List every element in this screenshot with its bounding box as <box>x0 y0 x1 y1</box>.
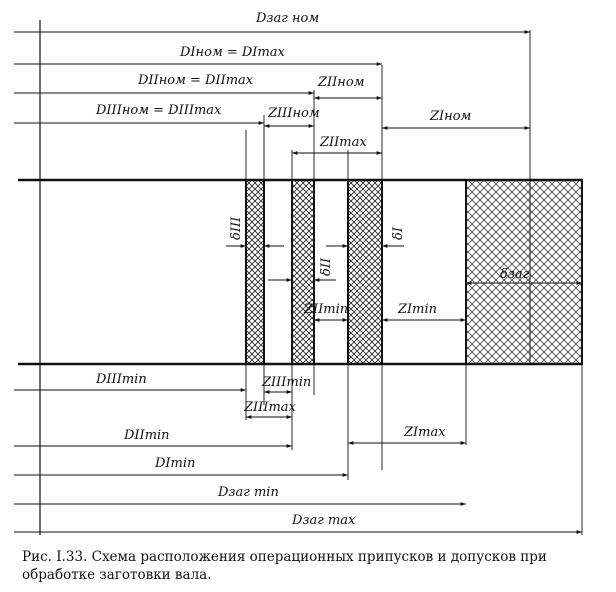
label-delta-1: δI <box>391 226 406 240</box>
extension-lines <box>245 30 583 535</box>
hatched-zones <box>245 179 583 365</box>
label-delta-2: δII <box>319 257 334 276</box>
label-d-zag-min: Dзаг min <box>217 485 279 500</box>
tolerance-zone-1 <box>347 179 383 365</box>
label-d-zag-nom: Dзаг ном <box>255 11 319 26</box>
label-z-2-min: ZIImin <box>303 302 348 317</box>
label-z-3-max: ZIIImax <box>243 400 297 415</box>
label-z-3-nom: ZIIIном <box>267 106 320 121</box>
label-d-2-nom-max: DIIном = DIImax <box>137 73 254 88</box>
tolerance-markers <box>226 244 582 285</box>
tolerance-zone-2 <box>291 179 315 365</box>
label-d-2-min: DIImin <box>123 428 170 443</box>
label-d-3-nom-max: DIIIном = DIIImax <box>95 103 222 118</box>
label-z-1-max: ZImax <box>403 425 446 440</box>
label-delta-3: δIII <box>229 216 244 240</box>
label-d-1-min: DImin <box>154 456 195 471</box>
blank-tolerance-zone <box>465 179 583 365</box>
bottom-dimension-lines <box>14 388 582 534</box>
allowance-scheme-diagram: Dзаг ном DIном = DImax DIIном = DIImax Z… <box>14 11 583 535</box>
label-z-3-min: ZIIImin <box>261 375 311 390</box>
label-z-1-nom: ZIном <box>429 109 471 124</box>
label-z-1-min: ZImin <box>397 302 437 317</box>
label-z-2-nom: ZIIном <box>317 75 364 90</box>
label-z-2-max: ZIImax <box>319 135 367 150</box>
top-dimension-lines <box>14 30 530 155</box>
figure-caption: Рис. I.33. Схема расположения операционн… <box>22 549 547 583</box>
label-d-3-min: DIIImin <box>95 372 147 387</box>
tolerance-zone-3 <box>245 179 265 365</box>
label-d-1-nom-max: DIном = DImax <box>179 45 286 60</box>
label-delta-zag: δзаг <box>500 267 530 282</box>
label-d-zag-max: Dзаг max <box>291 513 356 528</box>
